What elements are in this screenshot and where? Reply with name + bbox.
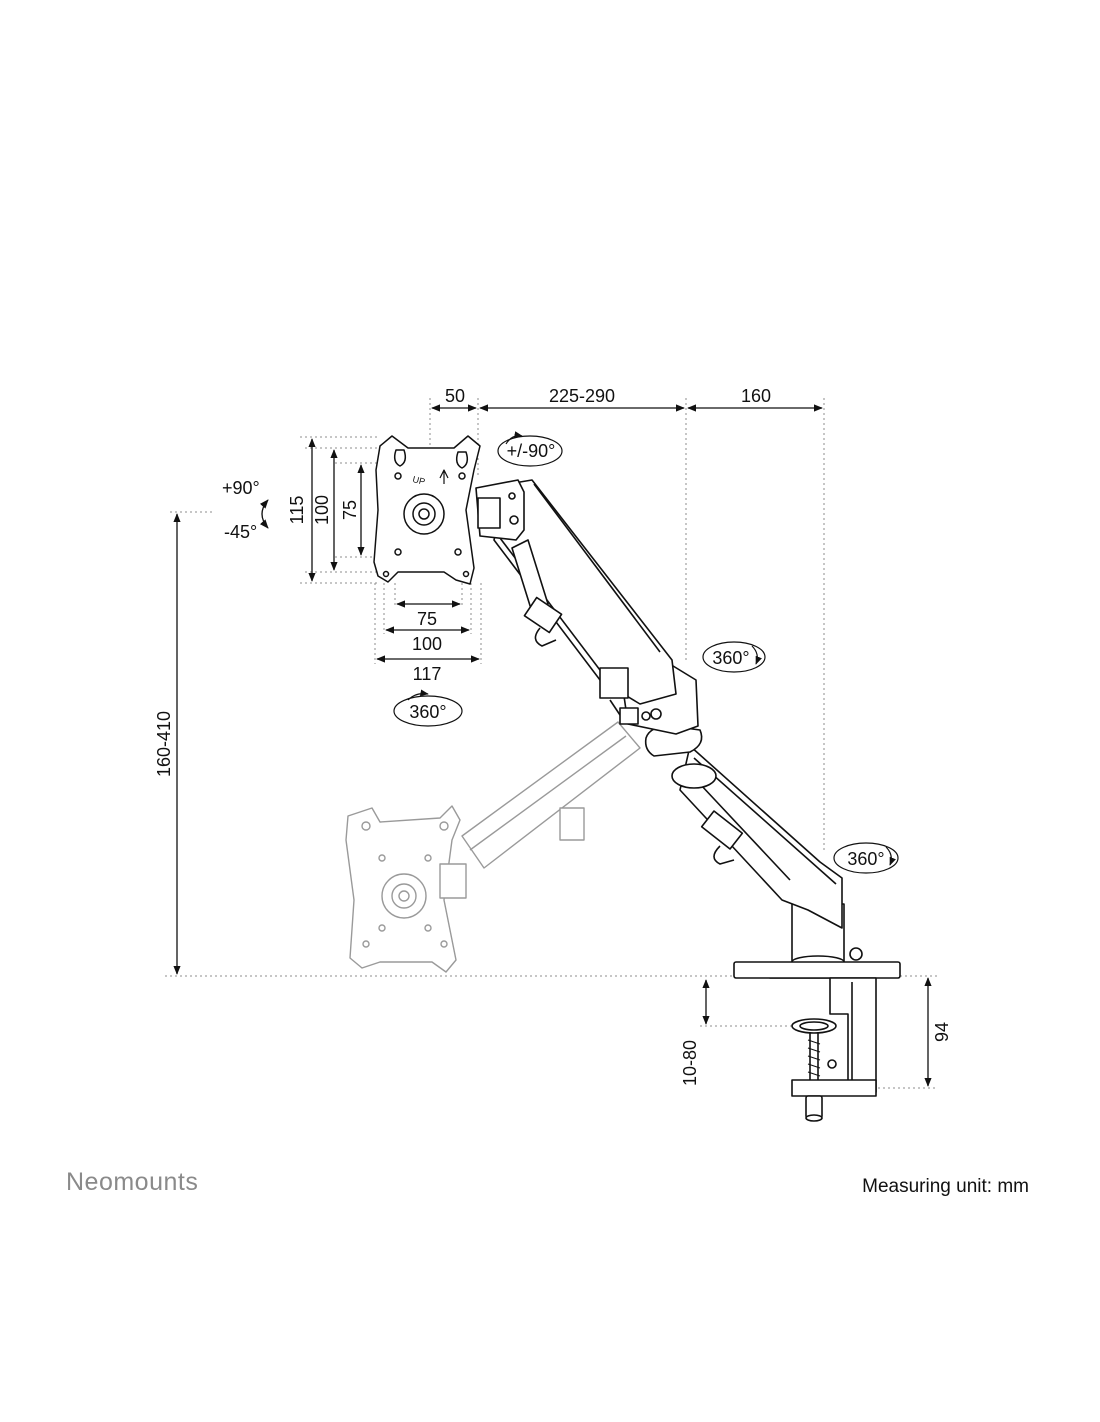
- dim-clamp-label: 94: [932, 1022, 952, 1042]
- forearm: [493, 479, 677, 705]
- brand-logo: Neomounts: [66, 1168, 199, 1196]
- tilt-indicator: +90° -45°: [222, 478, 269, 542]
- upper-arm: [679, 745, 843, 929]
- monitor-arm: [475, 479, 901, 979]
- dim-base-label: 160: [741, 386, 771, 406]
- swivel-base-label: 360°: [847, 849, 884, 869]
- clamp-bracket: [829, 977, 877, 1093]
- dim-plate-w117-label: 117: [413, 664, 442, 684]
- dim-height-label: 160-410: [154, 711, 174, 777]
- tilt-up-label: +90°: [222, 478, 260, 498]
- swivel-plate-label: 360°: [409, 702, 446, 722]
- swivel-plate-indicator: 360°: [393, 689, 463, 727]
- rotate-head-indicator: +/-90°: [497, 431, 563, 467]
- desk-clamp: [791, 977, 877, 1122]
- swivel-base-indicator: 360°: [833, 842, 899, 874]
- swivel-elbow-label: 360°: [712, 648, 749, 668]
- measuring-unit-note: Measuring unit: mm: [862, 1176, 1029, 1197]
- dimension-lines: [173, 404, 932, 1087]
- tilt-down-label: -45°: [224, 522, 257, 542]
- swivel-plate-arc-icon: [407, 689, 429, 701]
- dim-plate-w100-label: 100: [412, 634, 442, 654]
- ghost-lower-arm: [461, 721, 641, 869]
- dim-plate-w75-label: 75: [417, 609, 437, 629]
- vesa-plate: UP: [373, 435, 481, 585]
- tilt-arc-icon: [259, 499, 269, 529]
- plate-up-marking: UP: [412, 474, 427, 487]
- clamp-jaw: [791, 1079, 877, 1097]
- rotate-arc-icon: [505, 431, 523, 445]
- swivel-elbow-arc-icon: [751, 645, 762, 665]
- dim-plate-h75-label: 75: [340, 500, 360, 520]
- dimension-labels: 50 225-290 160 160-410 115 100 75 75 100…: [154, 386, 952, 1086]
- lowered-arm-ghost: [345, 721, 641, 973]
- swivel-elbow-indicator: 360°: [702, 641, 766, 673]
- dim-reach-label: 225-290: [549, 386, 615, 406]
- dim-plate-h115-label: 115: [287, 496, 307, 525]
- dim-offset-label: 50: [445, 386, 465, 406]
- rotate-head-label: +/-90°: [507, 441, 556, 461]
- dim-desk-label: 10-80: [680, 1040, 700, 1086]
- dim-plate-h100-label: 100: [312, 495, 332, 525]
- swivel-base-arc-icon: [885, 846, 896, 866]
- guide-lines: [165, 398, 938, 1089]
